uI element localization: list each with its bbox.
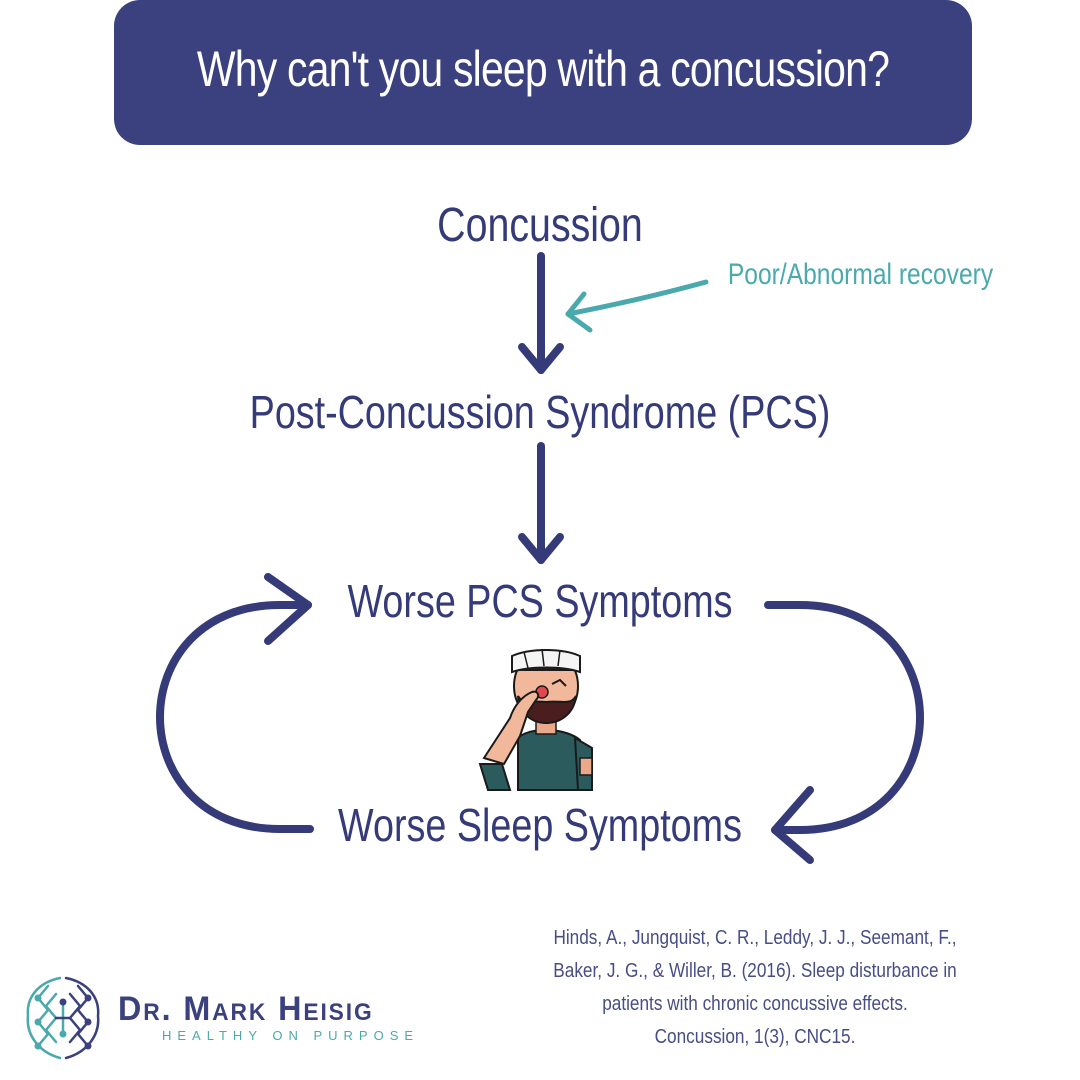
logo-brand-name: Dr. Mark Heisig	[118, 990, 374, 1028]
node-worse-sleep-symptoms: Worse Sleep Symptoms	[338, 799, 742, 851]
person-with-head-bandage-icon	[478, 648, 593, 791]
arrow-pcs-to-worse-pcs	[518, 442, 564, 564]
title-banner: Why can't you sleep with a concussion?	[114, 0, 972, 145]
annotation-pointer-arrow	[565, 279, 709, 333]
node-worse-pcs-symptoms: Worse PCS Symptoms	[347, 575, 733, 627]
loop-arrow-left	[156, 573, 314, 833]
annotation-poor-recovery: Poor/Abnormal recovery	[727, 258, 994, 291]
loop-arrow-right	[764, 601, 924, 864]
brain-circuit-logo-icon	[26, 976, 100, 1060]
citation-reference: Hinds, A., Jungquist, C. R., Leddy, J. J…	[553, 927, 957, 1048]
logo-tagline: HEALTHY ON PURPOSE	[162, 1028, 420, 1043]
node-concussion: Concussion	[437, 199, 643, 252]
page-title: Why can't you sleep with a concussion?	[196, 41, 890, 97]
arrow-concussion-to-pcs	[518, 252, 564, 374]
node-post-concussion-syndrome: Post-Concussion Syndrome (PCS)	[249, 386, 831, 438]
